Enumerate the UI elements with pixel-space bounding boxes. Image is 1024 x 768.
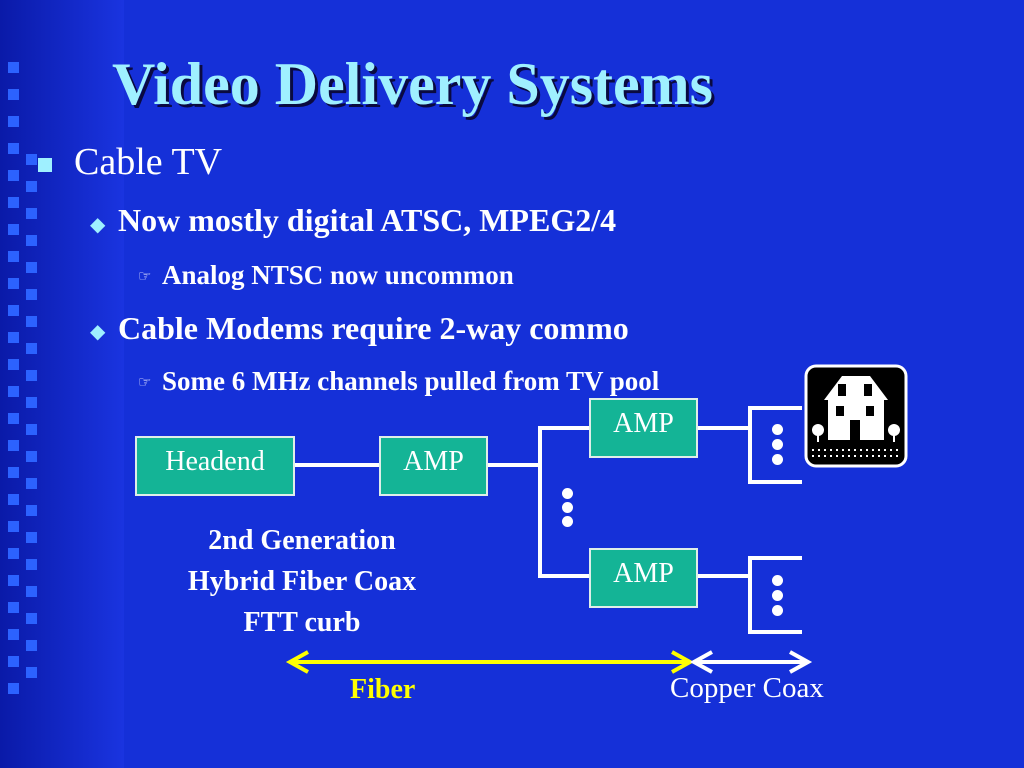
bullet-analog: Analog NTSC now uncommon	[162, 260, 514, 290]
wire-branch-bottom	[538, 574, 589, 578]
copper-coax-label: Copper Coax	[670, 672, 824, 704]
tap-vertical-bottom	[748, 558, 752, 634]
amp-box-3: AMP	[589, 548, 698, 608]
coax-arrow	[689, 650, 813, 674]
pointing-hand-icon: ☞	[138, 375, 152, 391]
tap-line-top-2	[748, 480, 802, 484]
ellipsis-dot	[562, 502, 573, 513]
ellipsis-dot	[772, 575, 783, 586]
tap-line-bottom-2	[748, 630, 802, 634]
ellipsis-dot	[562, 488, 573, 499]
diagram-caption: 2nd Generation Hybrid Fiber Coax FTT cur…	[152, 520, 452, 643]
tap-line-top-1	[748, 406, 802, 410]
ellipsis-dot	[772, 439, 783, 450]
wire-branch-top	[538, 426, 589, 430]
bullet-cable-tv: Cable TV	[74, 141, 223, 183]
fiber-arrow	[285, 650, 695, 674]
ellipsis-dot	[772, 424, 783, 435]
sidebar-squares-2	[26, 154, 40, 694]
tap-line-bottom-1	[748, 556, 802, 560]
headend-box: Headend	[135, 436, 295, 496]
caption-line-1: 2nd Generation	[208, 525, 396, 556]
diamond-bullet-icon: ◆	[90, 321, 106, 343]
wire-amp-branch	[488, 463, 540, 467]
tap-vertical-top	[748, 408, 752, 484]
sidebar-decoration	[0, 0, 124, 768]
wire-headend-amp	[295, 463, 379, 467]
wire-amp3-tap	[698, 574, 750, 578]
amp-box-1: AMP	[379, 436, 488, 496]
ellipsis-dot	[772, 454, 783, 465]
ellipsis-dot	[562, 516, 573, 527]
bullet-channels: Some 6 MHz channels pulled from TV pool	[162, 366, 660, 396]
fiber-label: Fiber	[350, 674, 416, 705]
bullet-digital: Now mostly digital ATSC, MPEG2/4	[118, 202, 617, 238]
amp-box-2: AMP	[589, 398, 698, 458]
ellipsis-dot	[772, 605, 783, 616]
ellipsis-dot	[772, 590, 783, 601]
span-arrows	[285, 650, 813, 674]
sidebar-squares	[8, 62, 22, 710]
wire-amp2-tap	[698, 426, 750, 430]
square-bullet-icon	[38, 158, 52, 172]
caption-line-3: FTT curb	[243, 607, 361, 638]
caption-line-2: Hybrid Fiber Coax	[187, 566, 417, 597]
diamond-bullet-icon: ◆	[90, 214, 106, 236]
wire-branch-vertical	[538, 428, 542, 576]
pointing-hand-icon: ☞	[138, 269, 152, 285]
slide-title: Video Delivery Systems	[112, 51, 713, 117]
bullet-cable-modems: Cable Modems require 2-way commo	[118, 310, 629, 346]
house-icon	[804, 364, 908, 468]
